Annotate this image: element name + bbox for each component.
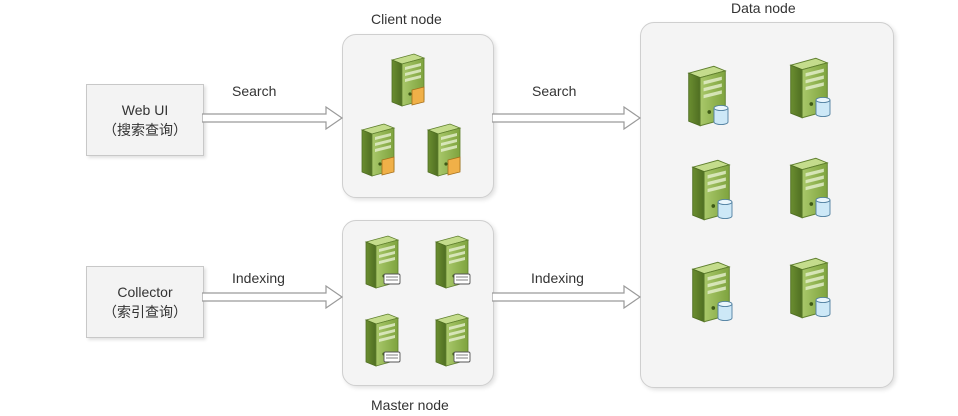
collector-title: Collector (117, 284, 173, 300)
web-ui-title: Web UI (121, 102, 169, 118)
data-server-icon (790, 57, 831, 119)
data-server-icon (790, 157, 831, 219)
collector-subtitle: （索引查询） (103, 304, 187, 320)
data-server-icon (688, 65, 729, 127)
arrow-collector-to-master (202, 284, 344, 310)
master-server-icon (435, 235, 471, 289)
client-server-icon (427, 123, 461, 177)
master-server-icon (365, 313, 401, 367)
arrow-client-to-data (492, 105, 642, 131)
data-node-box (640, 22, 894, 388)
edge-label-search-data: Search (532, 83, 577, 99)
data-node-label: Data node (731, 0, 796, 16)
data-server-icon (692, 261, 733, 323)
edge-label-search-client: Search (232, 83, 277, 99)
edge-label-indexing-data: Indexing (531, 270, 584, 286)
edge-label-indexing-master: Indexing (232, 270, 285, 286)
client-node-label: Client node (371, 11, 442, 27)
client-server-icon (361, 123, 395, 177)
master-server-icon (365, 235, 401, 289)
web-ui-subtitle: （搜索查询） (103, 122, 187, 138)
master-server-icon (435, 313, 471, 367)
web-ui-box: Web UI （搜索查询） (86, 84, 204, 156)
data-server-icon (790, 257, 831, 319)
collector-box: Collector （索引查询） (86, 266, 204, 338)
client-server-icon (391, 53, 425, 107)
arrow-webui-to-client (202, 105, 344, 131)
arrow-master-to-data (492, 284, 642, 310)
master-node-label: Master node (371, 397, 449, 413)
data-server-icon (692, 159, 733, 221)
